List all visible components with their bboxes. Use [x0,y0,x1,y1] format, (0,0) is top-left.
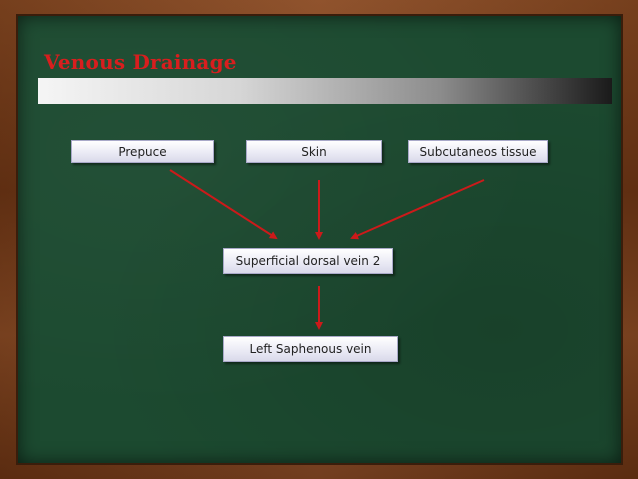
node-subcutaneous-tissue: Subcutaneos tissue [408,140,548,163]
node-left-saphenous-vein: Left Saphenous vein [223,336,398,362]
node-prepuce: Prepuce [71,140,214,163]
node-prepuce-label: Prepuce [118,144,167,159]
arrow-prepuce-to-superficial [169,169,278,240]
node-subcutaneous-tissue-label: Subcutaneos tissue [419,144,537,159]
node-superficial-dorsal-vein: Superficial dorsal vein 2 [223,248,393,274]
arrow-subcutaneous-to-superficial [350,179,485,240]
node-left-saphenous-vein-label: Left Saphenous vein [249,342,372,356]
title-underline-bar [38,78,612,104]
chalkboard: Venous Drainage Prepuce Skin Subcutaneos… [18,16,621,463]
node-skin: Skin [246,140,382,163]
slide-title: Venous Drainage [44,50,237,74]
node-skin-label: Skin [301,144,327,159]
node-superficial-dorsal-vein-label: Superficial dorsal vein 2 [235,254,381,268]
